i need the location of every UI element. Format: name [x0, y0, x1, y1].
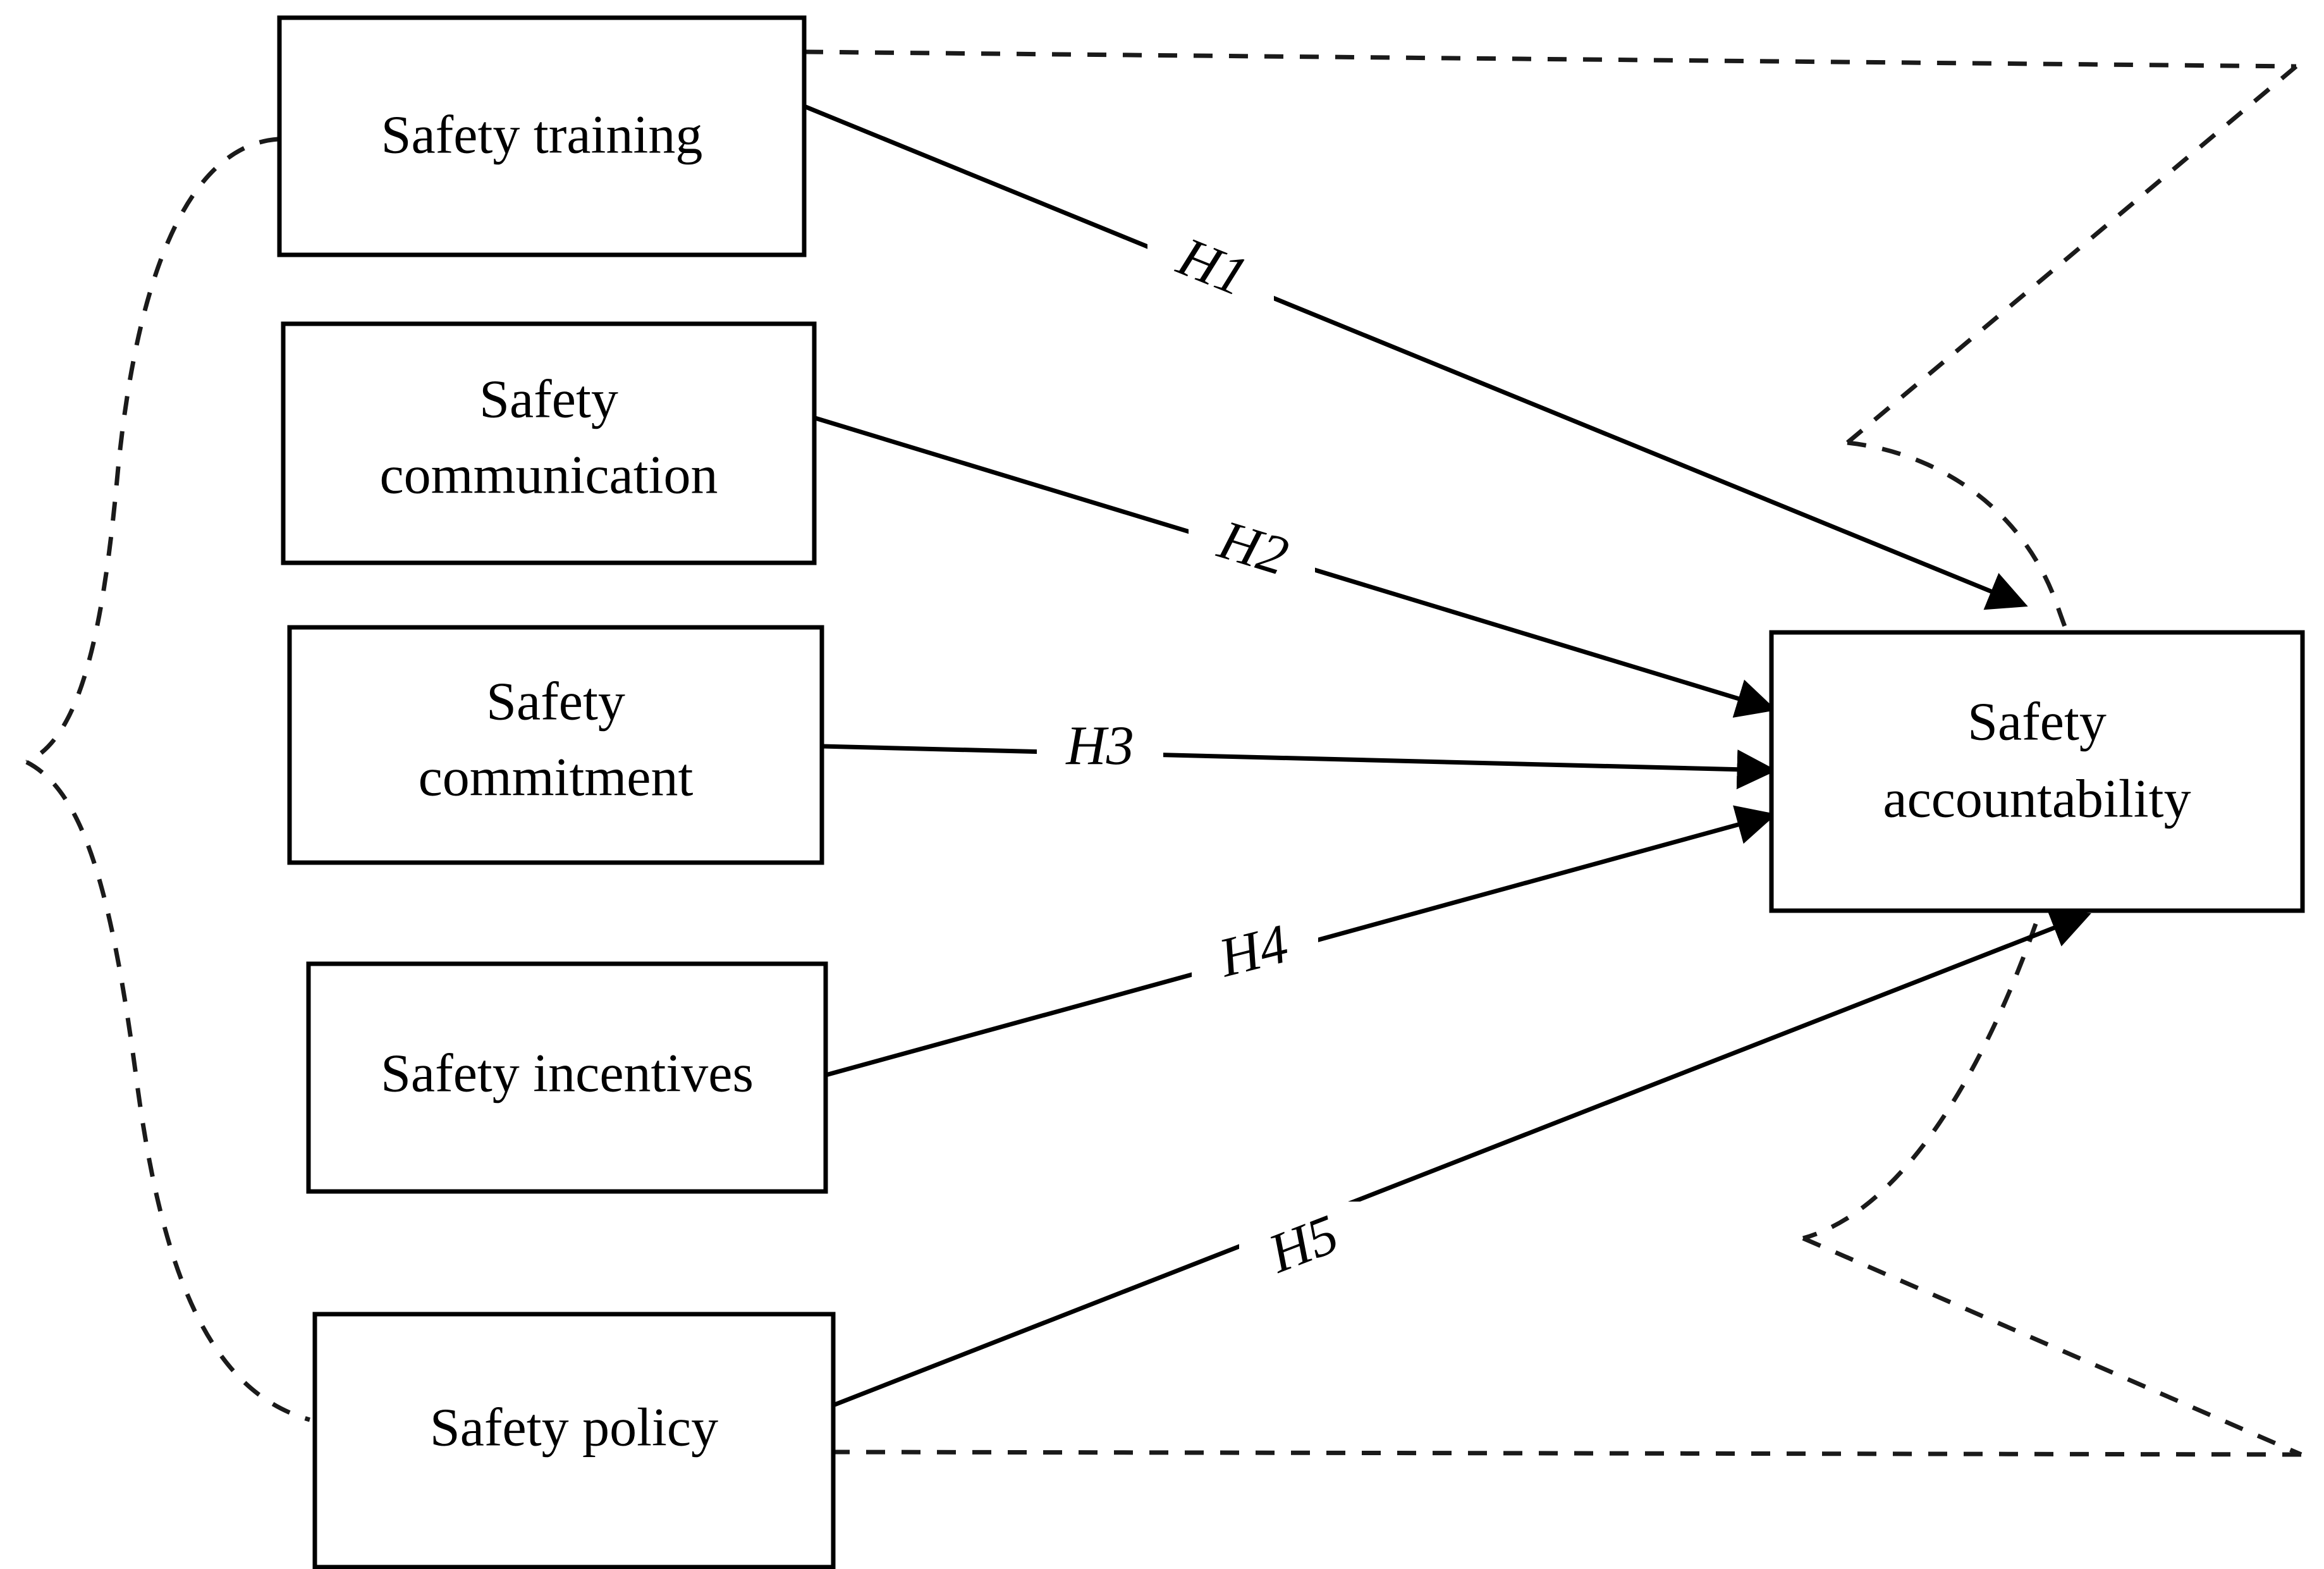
h2-label-backdrop	[1189, 506, 1315, 601]
node-safety-training[interactable]: Safety training	[277, 15, 807, 257]
node-safety-training-label: Safety training	[381, 104, 703, 165]
hypothesis-label-h2: H2	[1189, 506, 1315, 601]
node-safety-accountability-label-line2: accountability	[1883, 768, 2191, 829]
node-safety-policy-label: Safety policy	[430, 1397, 718, 1458]
hypothesis-label-h5: H5	[1239, 1202, 1372, 1300]
node-safety-commitment[interactable]: Safety commitment	[287, 625, 824, 865]
node-safety-accountability-label-line1: Safety	[1967, 691, 2107, 752]
node-safety-commitment-label-line2: commitment	[419, 747, 694, 808]
h3-label-backdrop	[1037, 708, 1163, 797]
node-safety-communication-label-line2: communication	[380, 445, 718, 505]
node-safety-communication-label-line1: Safety	[479, 369, 618, 429]
right-dashed-bracket-lower	[1802, 725, 2163, 1241]
bottom-dashed-return	[1802, 1236, 2303, 1457]
node-safety-incentives-label: Safety incentives	[381, 1043, 754, 1104]
top-dashed-return	[1845, 65, 2298, 445]
hypothesis-label-h3: H3	[1037, 708, 1163, 797]
left-dashed-bracket-lower	[25, 760, 310, 1422]
hypothesis-label-h4: H4	[1192, 911, 1318, 1006]
h1-path	[803, 104, 2028, 610]
h1-label-backdrop	[1147, 225, 1274, 319]
left-dashed-bracket	[25, 137, 279, 765]
node-safety-policy[interactable]: Safety policy	[312, 1312, 836, 1569]
hypothesis-label-h1: H1	[1147, 225, 1274, 319]
h3-path	[821, 744, 1777, 790]
node-safety-communication[interactable]: Safety communication	[281, 321, 817, 565]
node-safety-commitment-label-line1: Safety	[486, 671, 625, 732]
h4-label-backdrop	[1192, 911, 1318, 1006]
node-safety-accountability[interactable]: Safety accountability	[1769, 630, 2305, 913]
h5-label-backdrop	[1239, 1202, 1372, 1300]
bottom-dashed-span	[833, 1449, 2302, 1457]
h5-path	[832, 909, 2091, 1408]
top-dashed-span	[804, 49, 2297, 69]
h3-label-text: H3	[1065, 715, 1134, 777]
node-safety-incentives[interactable]: Safety incentives	[306, 961, 828, 1194]
